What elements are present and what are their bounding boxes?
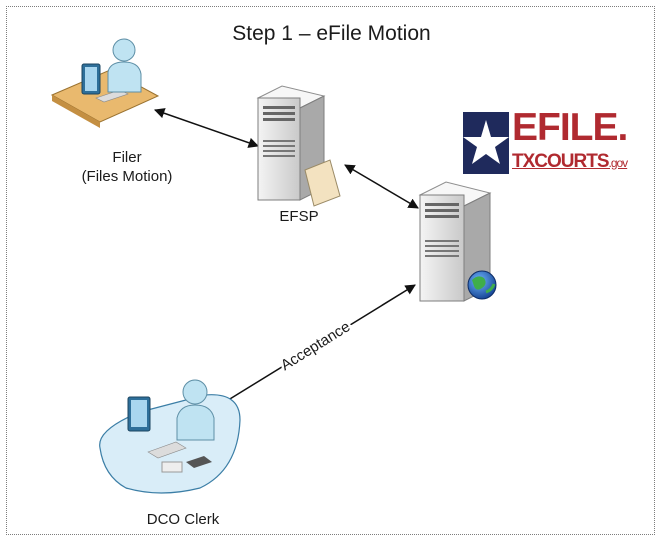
node-label-filer: Filer (Files Motion) — [62, 148, 192, 186]
efsp-server-icon — [256, 85, 341, 207]
diagram-title: Step 1 – eFile Motion — [232, 22, 431, 45]
txcourts-logo-text: TXCOURTS.gov — [512, 151, 629, 173]
texas-star-icon — [463, 112, 509, 174]
filer-workstation-icon — [50, 38, 160, 128]
edge-label-acceptance: Acceptance — [278, 318, 353, 374]
logo-dot: . — [617, 106, 629, 149]
logo-gov-text: .gov — [608, 156, 629, 170]
edge-filer-efsp — [154, 108, 259, 148]
edge-efile-clerk — [211, 284, 416, 411]
node-label-efsp: EFSP — [279, 208, 319, 225]
filer-label-line1: Filer — [112, 149, 142, 166]
filer-label-line2: (Files Motion) — [81, 168, 173, 185]
logo-sub-text: TXCOURTS — [512, 151, 609, 172]
clerk-workstation-icon — [99, 379, 241, 494]
node-label-clerk: DCO Clerk — [146, 511, 220, 528]
dotted-frame — [6, 6, 655, 535]
globe-icon — [467, 270, 497, 300]
edge-efsp-efile — [344, 164, 419, 209]
efile-logo-text: EFILE. — [512, 106, 629, 149]
logo-main-text: EFILE — [512, 106, 619, 149]
